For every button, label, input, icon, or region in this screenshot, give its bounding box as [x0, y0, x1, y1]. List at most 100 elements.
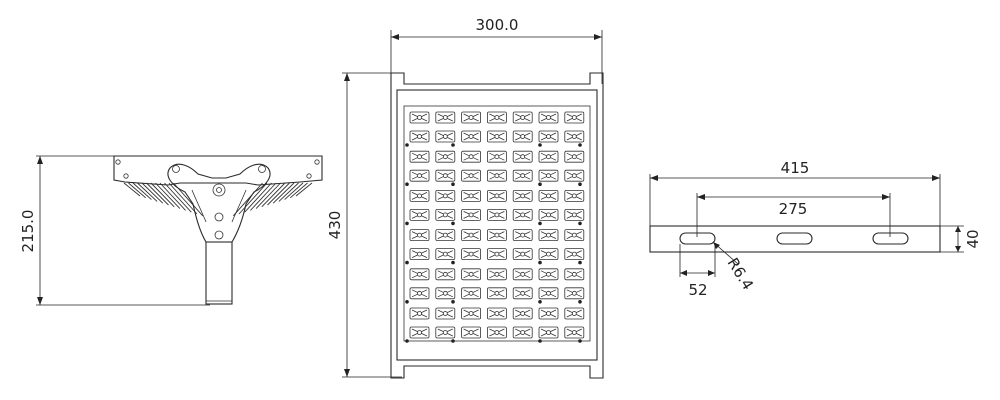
housing-outline	[390, 72, 604, 379]
yoke-bolt-low	[214, 230, 224, 240]
module-screw	[578, 339, 582, 343]
led-lens	[538, 130, 559, 143]
led-lens	[512, 150, 533, 163]
led-lens	[409, 268, 430, 281]
led-lens	[564, 287, 585, 300]
bracket-height-dimension: 40	[940, 225, 982, 253]
module-screw	[538, 143, 542, 147]
cooling-fin	[155, 182, 181, 209]
led-lens	[486, 150, 507, 163]
module-screw	[451, 221, 455, 226]
led-lens	[461, 208, 482, 221]
led-lens	[461, 268, 482, 281]
led-lens	[564, 111, 585, 124]
led-lens	[409, 229, 430, 242]
led-lens	[435, 326, 456, 339]
cooling-fin	[232, 182, 263, 217]
led-lens	[435, 111, 456, 124]
bracket-length-label: 415	[781, 159, 810, 177]
led-lens	[435, 130, 456, 143]
cooling-fin	[261, 182, 286, 208]
led-lens	[486, 229, 507, 242]
led-lens	[486, 169, 507, 182]
cooling-fin	[284, 182, 304, 200]
module-screw	[451, 260, 455, 265]
yoke-slot-left	[191, 189, 207, 223]
led-lens	[486, 307, 507, 320]
led-lens	[461, 130, 482, 143]
housing-inner-frame	[396, 89, 598, 361]
hole-spacing-label: 275	[779, 200, 808, 218]
module-screw	[578, 182, 582, 186]
led-lens	[564, 208, 585, 221]
led-lens	[538, 268, 559, 281]
led-lens-grid	[405, 111, 585, 343]
side-height-dimension: 215.0	[19, 155, 210, 306]
module-screw	[578, 143, 582, 147]
led-lens	[409, 307, 430, 320]
led-lens	[486, 268, 507, 281]
led-lens	[409, 248, 430, 261]
led-lens	[564, 248, 585, 261]
module-screw	[538, 260, 542, 265]
cooling-fin	[159, 182, 186, 211]
led-lens	[538, 248, 559, 261]
led-lens	[409, 130, 430, 143]
yoke-pivot	[212, 183, 226, 197]
led-lens	[486, 326, 507, 339]
led-lens	[564, 326, 585, 339]
led-lens	[512, 229, 533, 242]
led-lens	[564, 169, 585, 182]
mounting-pole	[205, 241, 233, 305]
cooling-fin	[238, 182, 268, 215]
module-screw	[405, 260, 409, 265]
plate-screw-right	[314, 159, 320, 165]
front-width-label: 300.0	[476, 16, 519, 34]
led-lens	[564, 307, 585, 320]
cooling-fin	[137, 182, 158, 202]
led-lens	[538, 326, 559, 339]
led-lens	[512, 130, 533, 143]
module-screw	[405, 143, 409, 147]
module-screw	[405, 221, 409, 226]
module-screw	[451, 143, 455, 147]
module-screw	[578, 221, 582, 226]
led-lens	[435, 208, 456, 221]
led-lens	[538, 208, 559, 221]
cooling-fin	[250, 182, 277, 211]
bracket-body	[649, 225, 941, 253]
module-screw	[451, 339, 455, 343]
front-height-label: 430	[326, 211, 344, 240]
cooling-fin	[146, 182, 169, 206]
led-lens	[538, 307, 559, 320]
led-lens	[512, 169, 533, 182]
led-lens	[512, 208, 533, 221]
cooling-fin	[272, 182, 295, 204]
bracket-view: 415 275 40	[649, 159, 982, 299]
led-lens	[435, 169, 456, 182]
slot-radius-callout: R6.4	[712, 241, 757, 293]
led-lens	[461, 189, 482, 202]
led-lens	[409, 287, 430, 300]
module-screw	[405, 182, 409, 186]
yoke-bolt-mid	[214, 212, 224, 222]
module-screw	[405, 300, 409, 304]
hole-spacing-dimension: 275	[696, 193, 891, 237]
side-view: 215.0	[19, 155, 323, 306]
front-view: 300.0 430	[326, 16, 604, 379]
led-lens	[564, 229, 585, 242]
module-screw	[538, 300, 542, 304]
led-lens	[512, 326, 533, 339]
led-lens	[435, 307, 456, 320]
module-screw	[578, 300, 582, 304]
led-lens	[564, 130, 585, 143]
led-lens	[512, 307, 533, 320]
plate-screw-right-2	[306, 173, 312, 179]
led-lens	[409, 150, 430, 163]
yoke-bolt-right	[258, 165, 266, 173]
led-lens	[461, 307, 482, 320]
slot-right	[872, 232, 909, 245]
led-lens	[461, 287, 482, 300]
led-lens	[512, 287, 533, 300]
led-lens	[461, 111, 482, 124]
